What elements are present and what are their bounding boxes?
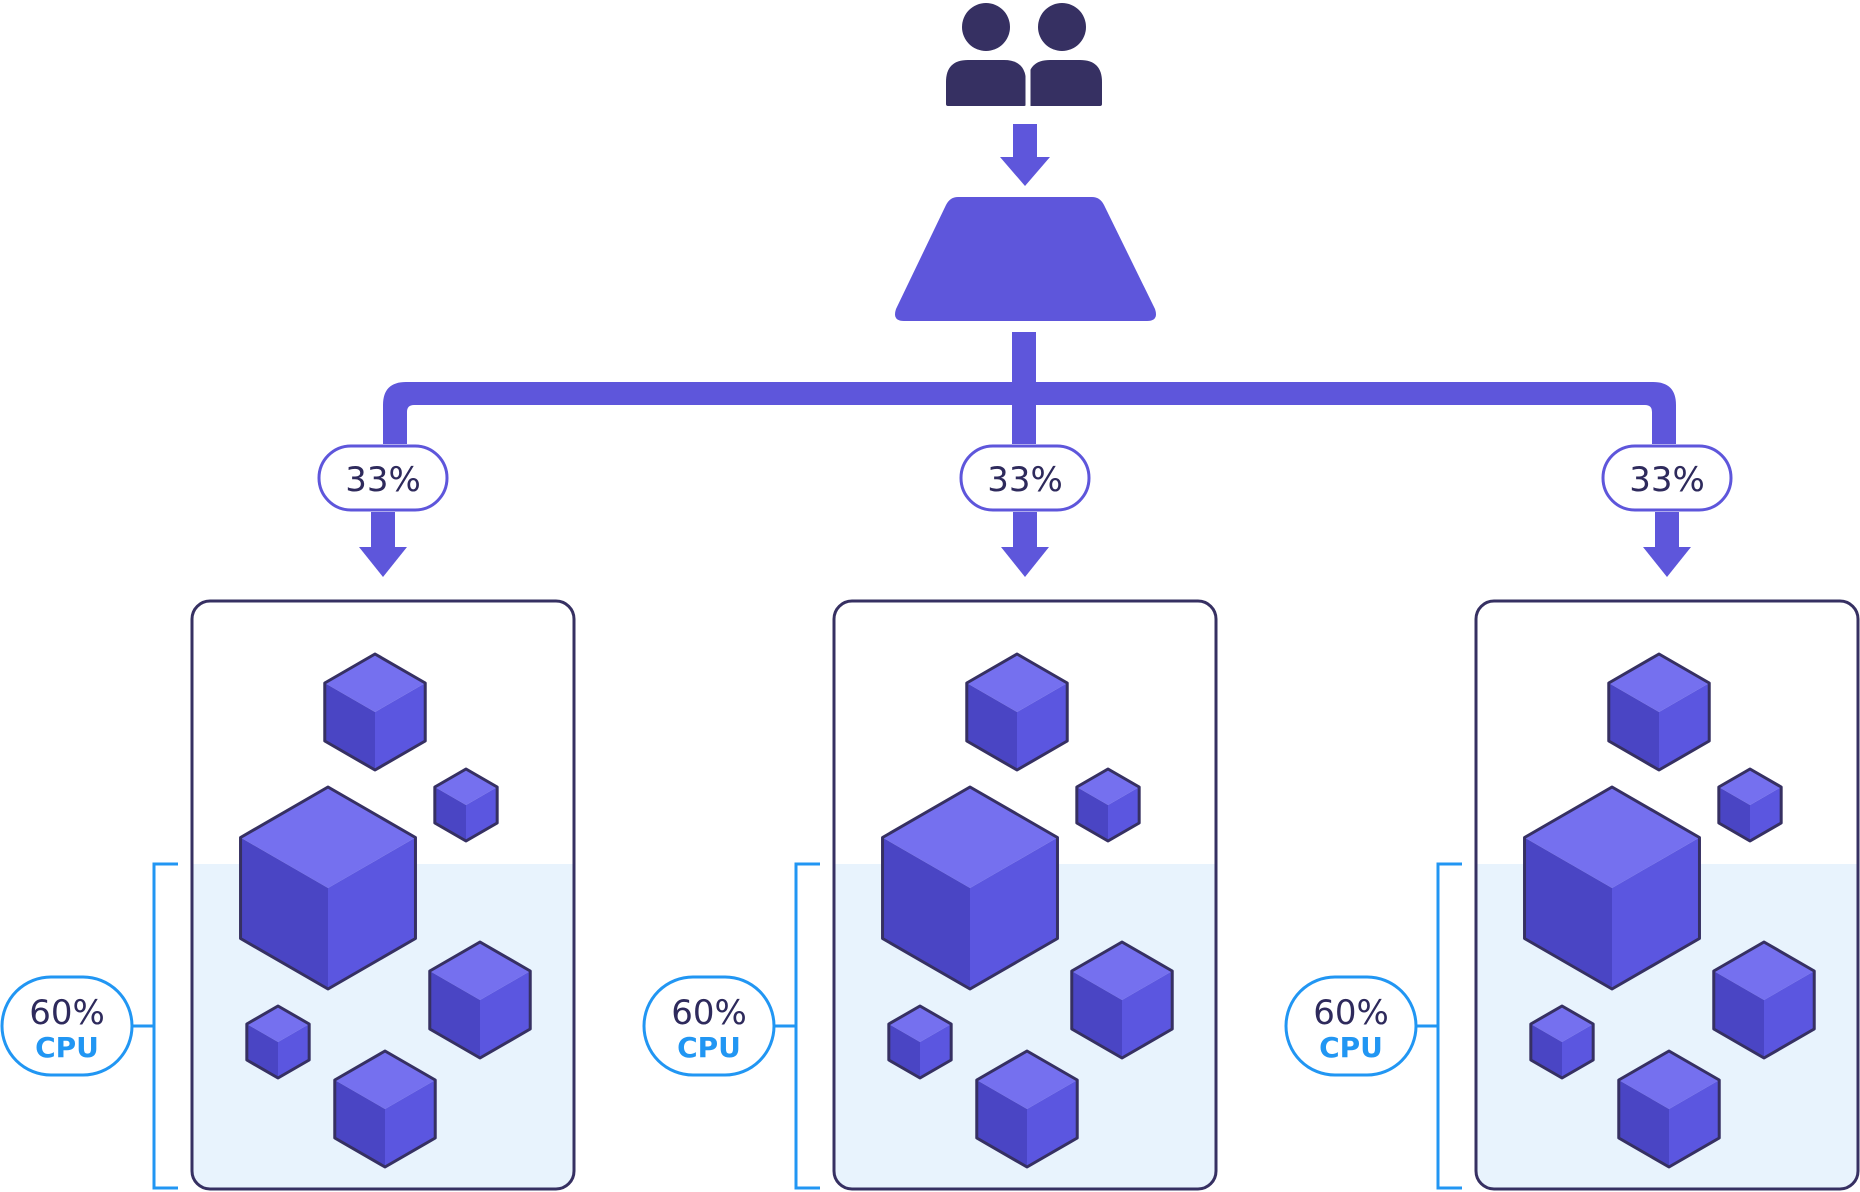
traffic-share-badge: 33% [1601,444,1733,512]
cube-icon [887,1004,953,1080]
traffic-share-badge: 33% [959,444,1091,512]
cpu-usage-value: 60% [29,993,105,1033]
cube-icon [323,652,427,772]
cpu-usage-badge: 60%CPU [0,975,134,1077]
traffic-share-label: 33% [987,460,1063,500]
cpu-usage-badge: 60%CPU [642,975,776,1077]
backend-column: 33% 60%CPU [0,444,576,1191]
cube-icon [881,785,1059,991]
cube-icon [1717,767,1783,843]
cube-icon [1523,785,1701,991]
cube-icon [1712,940,1816,1060]
cube-icon [333,1049,437,1169]
cube-icon [1529,1004,1595,1080]
cube-icon [428,940,532,1060]
users-icon [946,3,1102,106]
backend-column: 33% 60%CPU [1284,444,1860,1191]
cube-icon [245,1004,311,1080]
cpu-usage-value: 60% [671,993,747,1033]
cube-icon [1070,940,1174,1060]
down-arrow [359,512,407,577]
cpu-bracket [1416,862,1462,1190]
backend-server [832,599,1218,1191]
cpu-label: CPU [677,1031,741,1064]
cube-icon [1617,1049,1721,1169]
cpu-label: CPU [1319,1031,1383,1064]
backend-column: 33% 60%CPU [642,444,1218,1191]
load-balancer-icon [895,197,1156,321]
incoming-arrow [1000,124,1050,186]
traffic-share-label: 33% [345,460,421,500]
cube-icon [1607,652,1711,772]
backend-server [190,599,576,1191]
cube-icon [975,1049,1079,1169]
cpu-bracket [774,862,820,1190]
traffic-share-badge: 33% [317,444,449,512]
cube-icon [1075,767,1141,843]
cpu-label: CPU [35,1031,99,1064]
cpu-bracket [132,862,178,1190]
cpu-usage-badge: 60%CPU [1284,975,1418,1077]
cube-icon [965,652,1069,772]
backend-server [1474,599,1860,1191]
traffic-share-label: 33% [1629,460,1705,500]
down-arrow [1001,512,1049,577]
cpu-usage-value: 60% [1313,993,1389,1033]
cube-icon [433,767,499,843]
cube-icon [239,785,417,991]
distribution-lines [383,332,1676,444]
down-arrow [1643,512,1691,577]
